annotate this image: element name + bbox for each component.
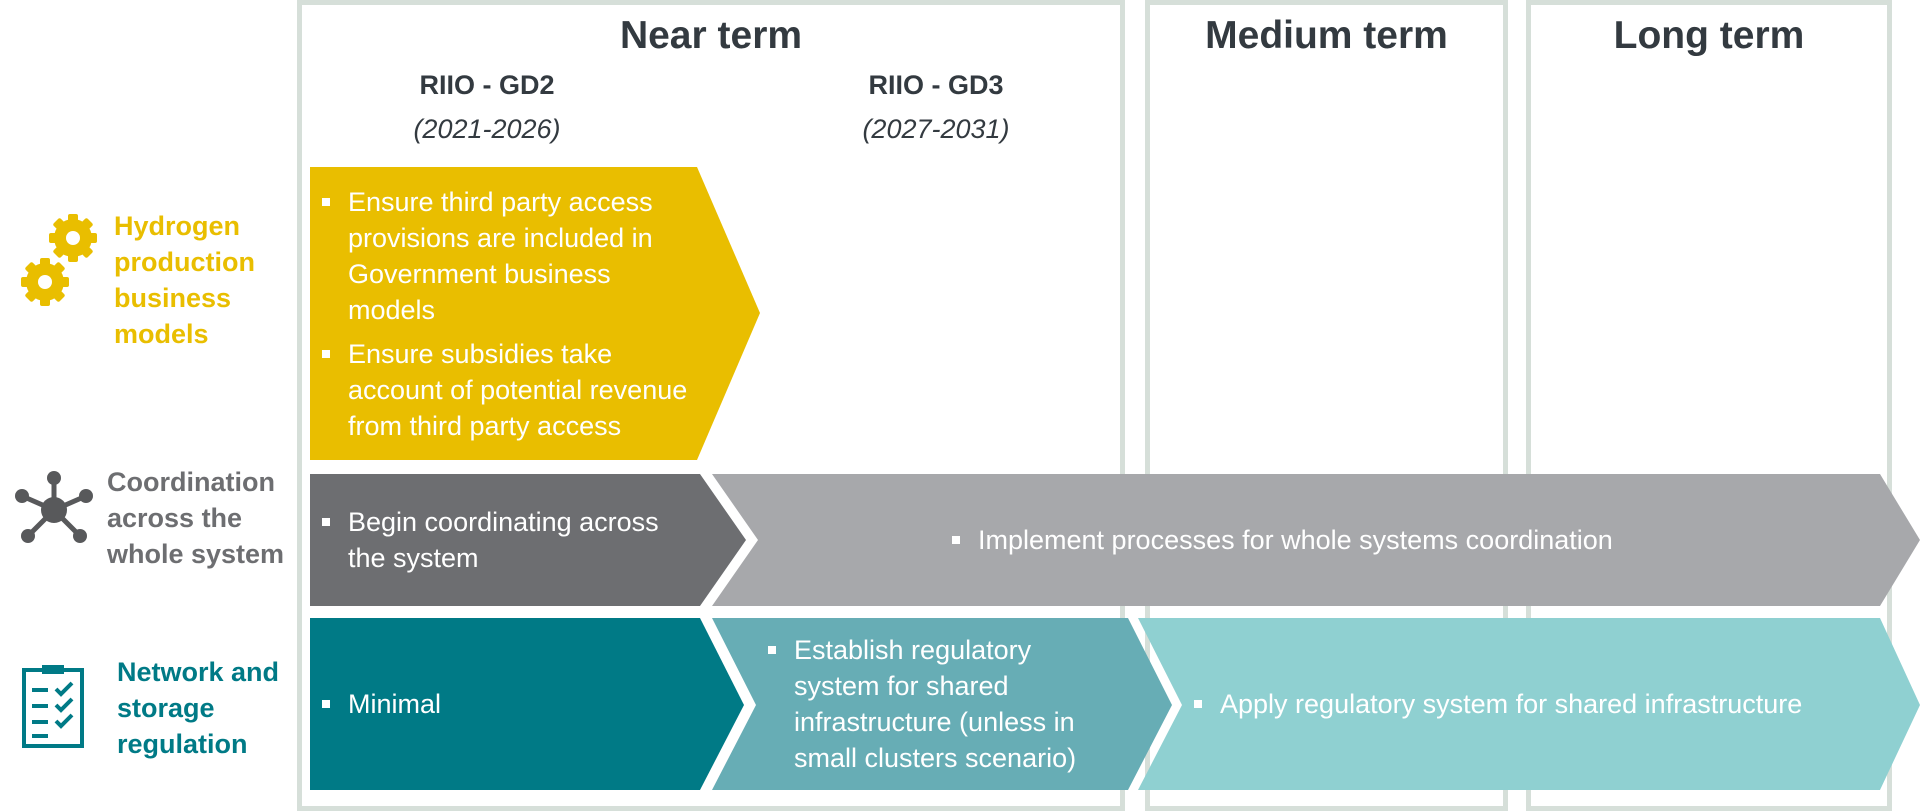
hydrogen-cell: Ensure third party access provisions are…: [318, 167, 698, 460]
bullet-item: Implement processes for whole systems co…: [948, 522, 1848, 558]
network-arrow-mid: [712, 618, 1172, 790]
coordination-cell-long: Implement processes for whole systems co…: [948, 474, 1848, 606]
bullet-item: Begin coordinating across the system: [318, 504, 698, 576]
period-gd3-years: (2027-2031): [862, 114, 1010, 144]
network-cell-long: Apply regulatory system for shared infra…: [1190, 618, 1880, 790]
network-arrow-long: [1138, 618, 1920, 790]
gears-icon: [21, 214, 97, 306]
near-term-heading: Near term: [619, 14, 803, 57]
period-gd2-name: RIIO - GD2: [419, 70, 555, 100]
bullet-item: Minimal: [318, 686, 688, 722]
medium-term-heading: Medium term: [1205, 14, 1448, 57]
hydrogen-row-label: Hydrogen production business models: [114, 211, 255, 349]
bullet-item: Apply regulatory system for shared infra…: [1190, 686, 1880, 722]
near-term-column: [297, 0, 1125, 811]
medium-term-column: [1145, 0, 1508, 811]
network-hub-icon: [15, 471, 93, 543]
bullet-item: Ensure third party access provisions are…: [318, 184, 698, 328]
coordination-arrow-long: [712, 474, 1920, 606]
period-gd3-name: RIIO - GD3: [868, 70, 1004, 100]
coordination-row-label: Coordination across the whole system: [107, 467, 285, 569]
long-term-column: [1526, 0, 1892, 811]
network-row-label: Network and storage regulation: [117, 657, 280, 759]
network-cell-near: Minimal: [318, 618, 688, 790]
long-term-heading: Long term: [1613, 14, 1805, 57]
checklist-icon: [22, 665, 84, 748]
coordination-cell-near: Begin coordinating across the system: [318, 474, 698, 606]
hydrogen-arrow: [310, 167, 760, 460]
bullet-item: Ensure subsidies take account of potenti…: [318, 336, 698, 444]
period-gd2-years: (2021-2026): [413, 114, 561, 144]
bullet-item: Establish regulatory system for shared i…: [764, 632, 1124, 776]
network-arrow-near: [310, 618, 744, 790]
network-cell-mid: Establish regulatory system for shared i…: [764, 618, 1124, 790]
coordination-arrow-near: [310, 474, 746, 606]
